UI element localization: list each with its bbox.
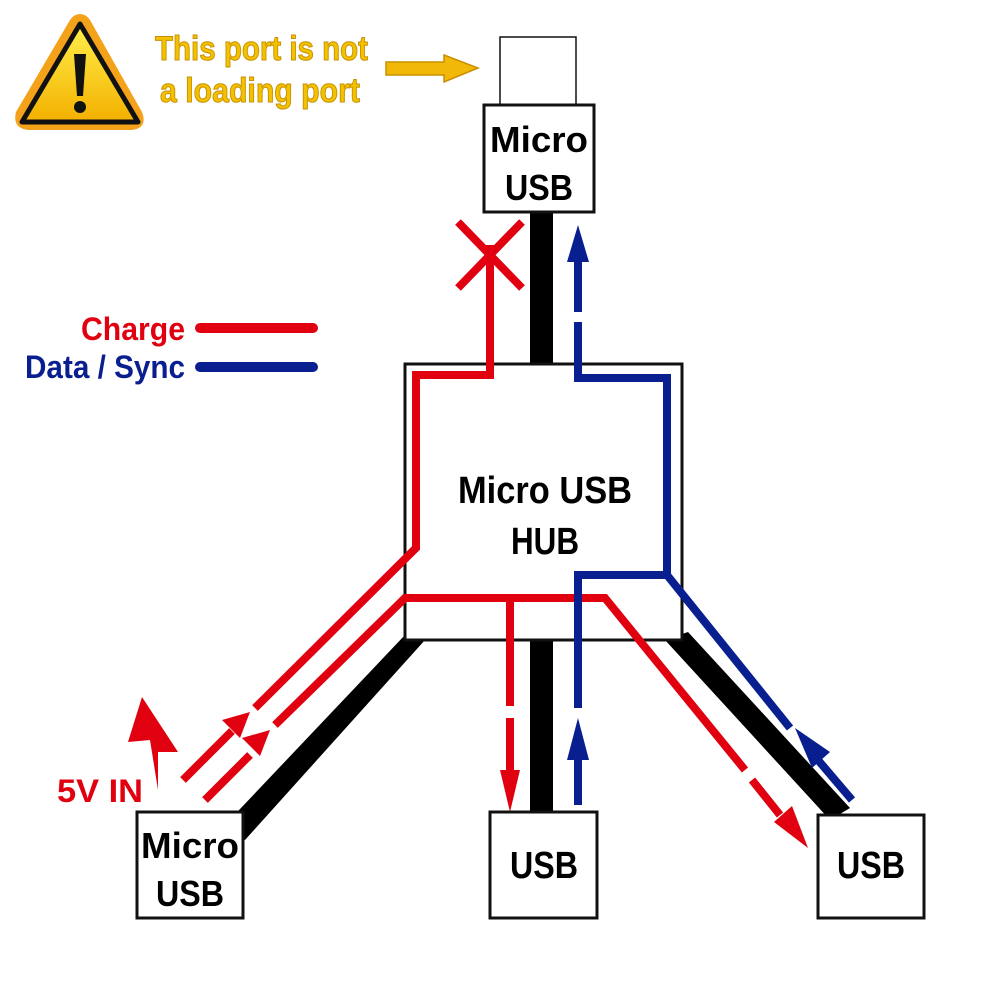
charge-paths — [180, 219, 784, 818]
top-port-plug — [499, 36, 577, 106]
lightning-icon — [128, 697, 178, 790]
data-arrowheads — [567, 225, 830, 768]
bottom-right-usb-port: USB — [816, 813, 926, 920]
top-port-label-1: Micro — [490, 119, 588, 160]
cables — [222, 212, 850, 840]
warning-triangle-icon — [15, 14, 144, 130]
power-in-label: 5V IN — [57, 773, 143, 809]
hub-label-1: Micro USB — [458, 470, 632, 512]
bottom-left-label-2: USB — [156, 873, 224, 914]
warning-text-line2: a loading port — [160, 72, 360, 110]
legend-charge-label: Charge — [81, 311, 185, 347]
bottom-right-label: USB — [837, 845, 905, 887]
warning-text-line1: This port is not — [155, 30, 368, 68]
top-port-label-2: USB — [505, 167, 573, 208]
bottom-left-micro-usb-port: Micro USB — [135, 810, 245, 920]
top-micro-usb-port: Micro USB — [482, 103, 596, 214]
legend-data-label: Data / Sync — [25, 349, 185, 385]
bottom-left-label-1: Micro — [141, 825, 239, 866]
bottom-middle-usb-port: USB — [488, 810, 599, 920]
charge-arrowheads — [222, 712, 808, 848]
hub-label-2: HUB — [511, 521, 579, 563]
bottom-middle-label: USB — [510, 845, 578, 887]
data-paths — [574, 262, 856, 805]
arrow-right-icon — [385, 53, 481, 84]
